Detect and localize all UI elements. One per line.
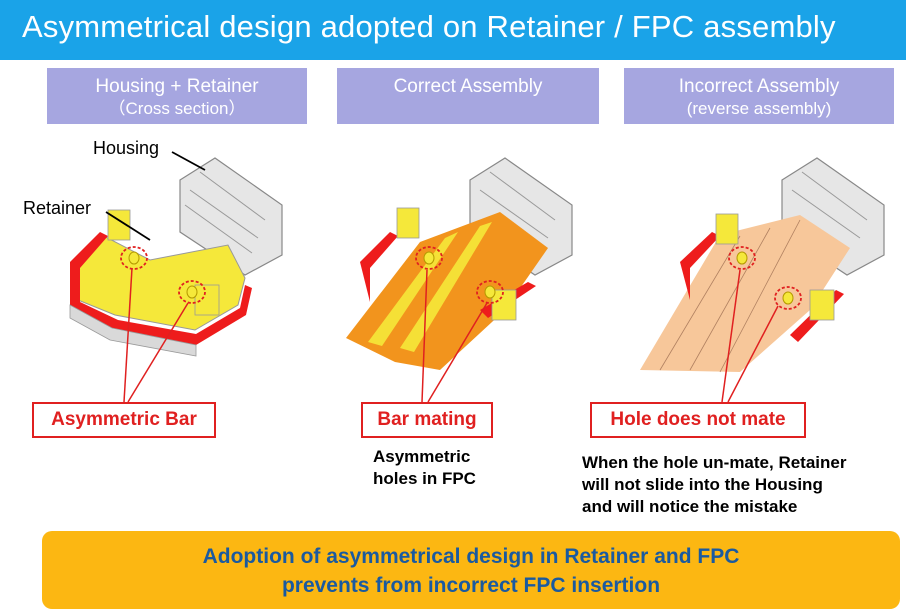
note-line: Asymmetric (373, 447, 471, 466)
column-header-housing-retainer: Housing + Retainer （Cross section） (47, 68, 307, 124)
column-header-correct-assembly: Correct Assembly (337, 68, 599, 124)
conclusion-banner: Adoption of asymmetrical design in Retai… (42, 531, 900, 609)
column-header-incorrect-assembly: Incorrect Assembly (reverse assembly) (624, 68, 894, 124)
callout-hole-not-mate: Hole does not mate (590, 402, 806, 438)
column-header-label: Correct Assembly (393, 76, 543, 97)
callout-asymmetric-bar: Asymmetric Bar (32, 402, 216, 438)
connector-cross-section-figure (69, 151, 283, 403)
note-unmate: When the hole un-mate, Retainer will not… (582, 452, 846, 518)
note-line: When the hole un-mate, Retainer (582, 453, 847, 472)
note-asymmetric-holes: Asymmetric holes in FPC (373, 446, 476, 490)
callout-bar-mating: Bar mating (361, 402, 493, 438)
column-header-label: Housing + Retainer (95, 76, 259, 97)
note-line: will not slide into the Housing (582, 475, 823, 494)
column-header-sublabel: （Cross section） (108, 99, 246, 118)
title-bar: Asymmetrical design adopted on Retainer … (0, 0, 906, 60)
connector-incorrect-assembly-figure (640, 157, 885, 403)
housing-label: Housing (93, 138, 160, 158)
retainer-label: Retainer (23, 198, 92, 218)
banner-line: Adoption of asymmetrical design in Retai… (202, 545, 740, 568)
connector-correct-assembly-figure (346, 157, 573, 403)
note-line: holes in FPC (373, 469, 476, 488)
note-line: and will notice the mistake (582, 497, 798, 516)
page-title: Asymmetrical design adopted on Retainer … (22, 9, 836, 44)
column-header-sublabel: (reverse assembly) (686, 99, 832, 118)
column-header-label: Incorrect Assembly (678, 76, 840, 97)
banner-line: prevents from incorrect FPC insertion (281, 574, 661, 597)
